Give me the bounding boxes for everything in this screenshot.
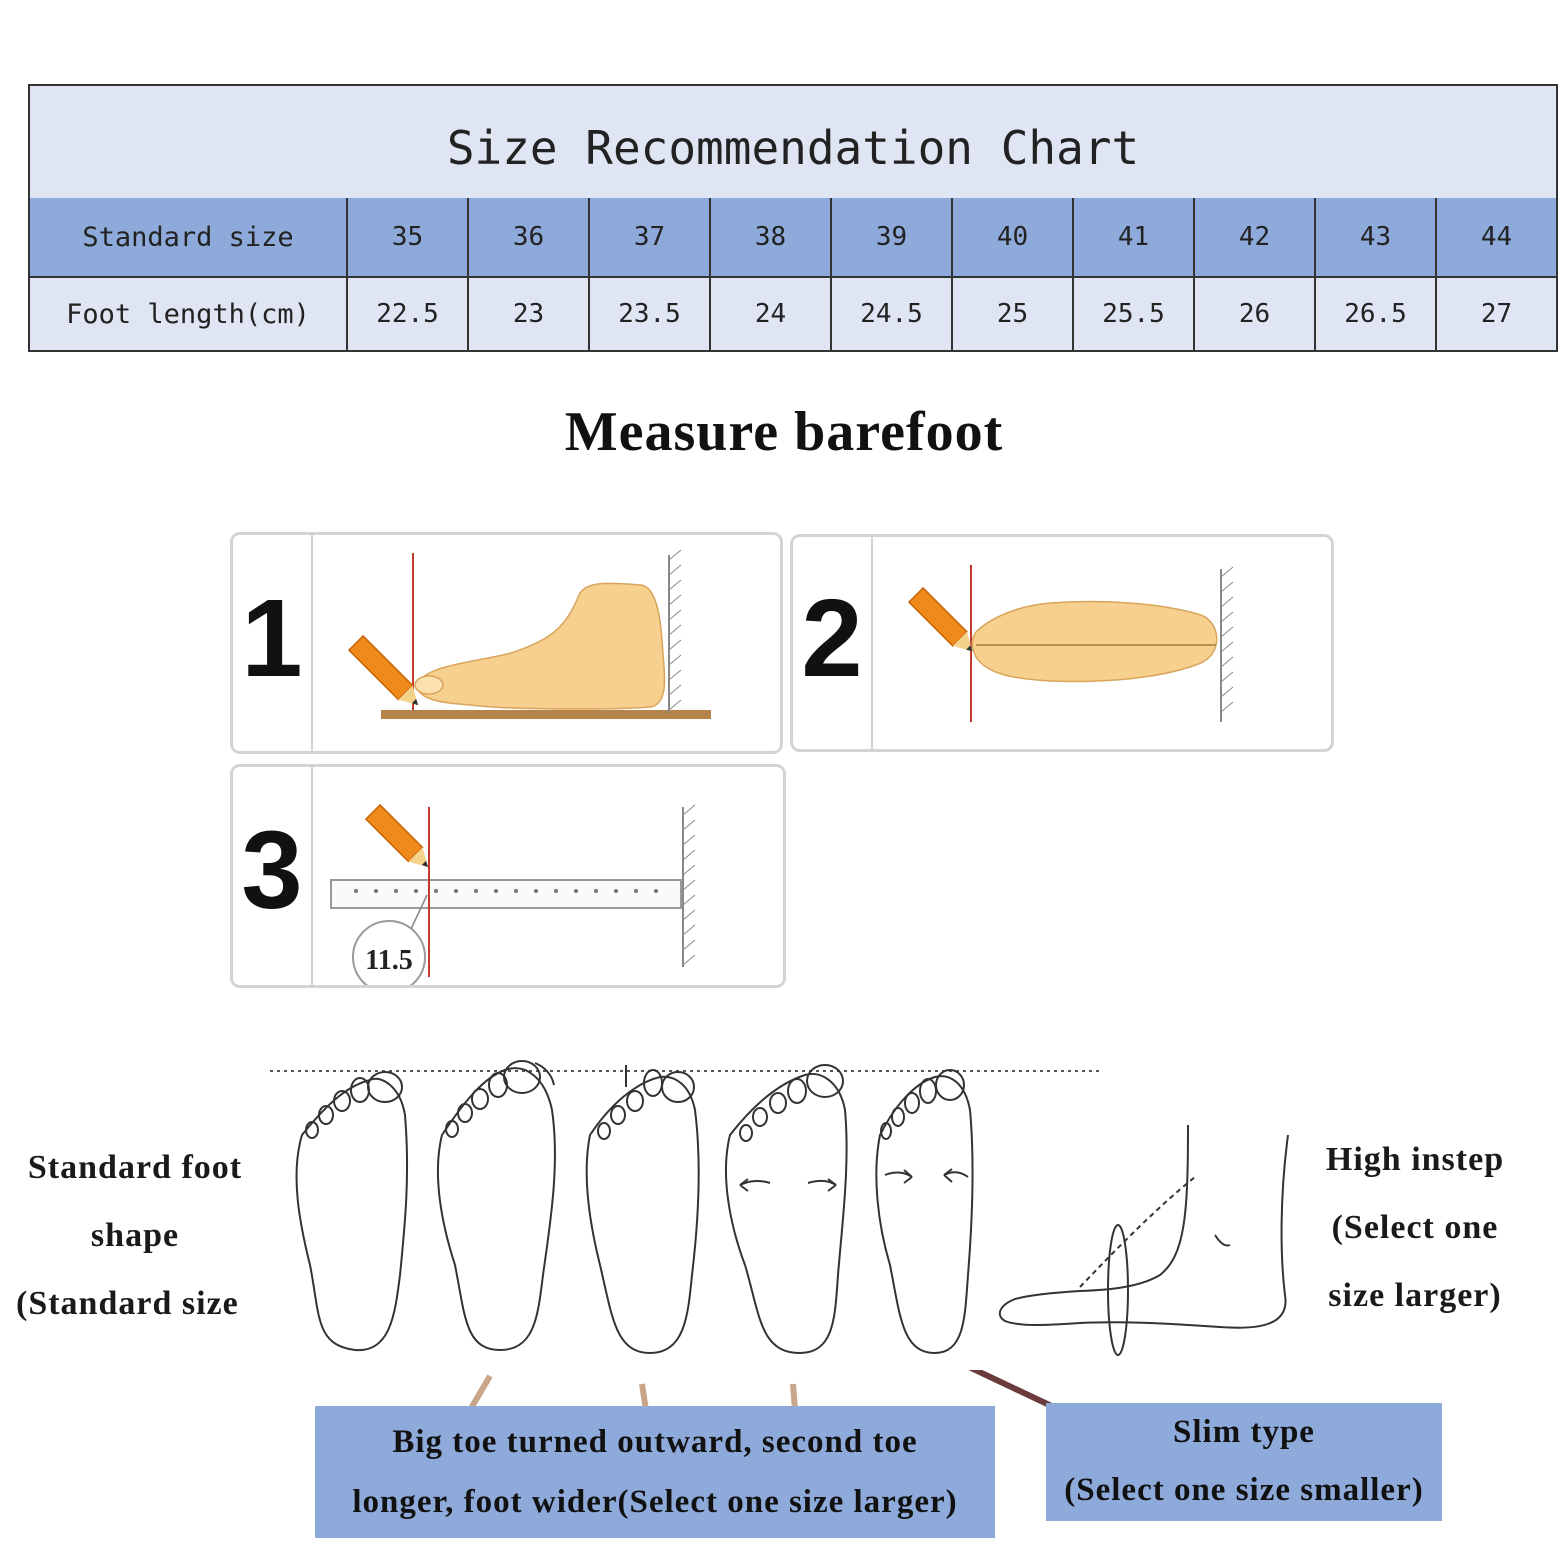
table-cell: 22.5 xyxy=(346,278,467,350)
table-cell: 41 xyxy=(1072,198,1193,276)
pencil-icon xyxy=(364,803,429,868)
pencil-icon xyxy=(907,586,973,652)
step-1-panel: 1 xyxy=(230,532,783,754)
high-instep-label: High instep (Select one size larger) xyxy=(1300,1126,1530,1330)
step-number-column xyxy=(233,535,313,751)
table-cell: 36 xyxy=(467,198,588,276)
foot-long-second-toe-icon xyxy=(585,1065,700,1355)
table-cell: 24.5 xyxy=(830,278,951,350)
foot-length-row: Foot length(cm) 22.5 23 23.5 24 24.5 25 … xyxy=(30,278,1556,350)
step-number: 3 xyxy=(241,809,303,932)
table-cell: 24 xyxy=(709,278,830,350)
step-number-column xyxy=(793,537,873,749)
table-cell: 23 xyxy=(467,278,588,350)
table-cell: 40 xyxy=(951,198,1072,276)
label-line: High instep xyxy=(1325,1141,1505,1178)
foot-types-illustration xyxy=(270,1060,1289,1356)
step-number: 1 xyxy=(241,577,303,700)
wall-hatch xyxy=(668,549,682,711)
label-line: shape xyxy=(90,1217,180,1254)
pencil-icon xyxy=(347,634,419,706)
label-line: (Select one xyxy=(1331,1209,1499,1246)
foot-bunion-icon xyxy=(436,1060,556,1352)
foot-side-icon xyxy=(415,582,666,710)
table-cell: 25.5 xyxy=(1072,278,1193,350)
wide-foot-callout: Big toe turned outward, second toe longe… xyxy=(315,1406,995,1538)
table-title: Size Recommendation Chart xyxy=(30,86,1556,200)
table-cell: 37 xyxy=(588,198,709,276)
wall-hatch xyxy=(682,804,696,966)
step-number-column xyxy=(233,767,313,985)
table-cell: 25 xyxy=(951,278,1072,350)
table-cell: 27 xyxy=(1435,278,1556,350)
standard-size-row: Standard size 35 36 37 38 39 40 41 42 43… xyxy=(30,198,1556,278)
label-line: Standard foot xyxy=(27,1149,243,1186)
foot-standard-icon xyxy=(295,1071,409,1352)
top-foot-illustration xyxy=(907,565,1234,722)
step-3-panel: 3 11.5 xyxy=(230,764,786,988)
callout-connectors xyxy=(467,1370,1062,1413)
foot-wide-icon xyxy=(725,1064,848,1355)
ruler-illustration: 11.5 xyxy=(330,803,696,985)
magnifier-circle xyxy=(352,920,426,985)
table-cell: 38 xyxy=(709,198,830,276)
toe-icon xyxy=(414,675,444,695)
table-cell: 26.5 xyxy=(1314,278,1435,350)
foot-top-icon xyxy=(971,600,1218,683)
table-cell: 42 xyxy=(1193,198,1314,276)
slim-foot-callout: Slim type (Select one size smaller) xyxy=(1046,1403,1442,1521)
callout-line: longer, foot wider(Select one size large… xyxy=(352,1484,958,1520)
foot-high-instep-icon xyxy=(998,1124,1289,1356)
ruler-icon xyxy=(330,879,682,909)
side-foot-illustration xyxy=(347,549,711,719)
foot-slim-icon xyxy=(875,1069,974,1355)
label-line: size larger) xyxy=(1328,1277,1502,1314)
standard-foot-label: Standard foot shape (Standard size xyxy=(10,1134,260,1338)
row-header: Foot length(cm) xyxy=(66,298,310,330)
table-cell: 44 xyxy=(1435,198,1556,276)
wall-hatch xyxy=(1220,566,1234,713)
size-recommendation-table: Size Recommendation Chart Standard size … xyxy=(28,84,1558,352)
table-cell: 26 xyxy=(1193,278,1314,350)
row-header: Standard size xyxy=(82,221,294,253)
callout-line: Big toe turned outward, second toe xyxy=(392,1424,918,1460)
table-cell: 23.5 xyxy=(588,278,709,350)
table-cell: 35 xyxy=(346,198,467,276)
measure-title: Measure barefoot xyxy=(564,401,1004,463)
callout-line: Slim type xyxy=(1173,1414,1315,1450)
step-number: 2 xyxy=(801,577,863,700)
ruler-reading: 11.5 xyxy=(365,945,412,976)
table-cell: 39 xyxy=(830,198,951,276)
label-line: (Standard size xyxy=(16,1285,239,1322)
floor-board xyxy=(381,710,711,719)
table-cell: 43 xyxy=(1314,198,1435,276)
pointer-line xyxy=(410,894,428,930)
step-2-panel: 2 xyxy=(790,534,1334,752)
callout-line: (Select one size smaller) xyxy=(1064,1472,1424,1508)
ruler-ticks xyxy=(354,889,658,893)
